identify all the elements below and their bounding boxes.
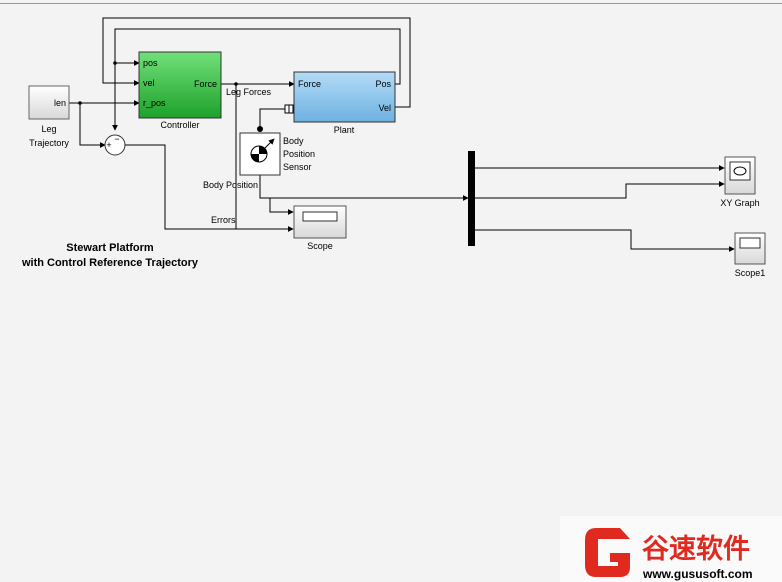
sensor-name-3: Sensor — [283, 162, 312, 172]
xy-graph-name: XY Graph — [720, 198, 759, 208]
vel-feedback-line[interactable] — [102, 17, 411, 108]
scope-name: Scope — [307, 241, 333, 251]
body-position-to-scope-line[interactable] — [269, 198, 294, 215]
controller-in-pos: pos — [143, 58, 158, 68]
controller-in-vel: vel — [143, 78, 155, 88]
controller-in-rpos: r_pos — [143, 98, 166, 108]
xy-graph-icon — [733, 166, 747, 176]
controller-block[interactable]: pos vel r_pos Force — [138, 51, 222, 119]
plant-name: Plant — [334, 125, 355, 135]
junction-dots — [78, 61, 238, 105]
scope1-screen-icon — [739, 237, 761, 249]
plant-block[interactable]: Force Pos Vel — [284, 71, 396, 123]
plant-sensor-connection[interactable] — [259, 108, 288, 130]
sum-minus-sign: − — [114, 134, 119, 144]
diagram-title-line1: Stewart Platform — [66, 242, 154, 254]
body-position-label: Body Position — [203, 180, 258, 190]
leg-trajectory-block[interactable]: len — [28, 85, 70, 120]
watermark-url: www.gususoft.com — [642, 567, 753, 581]
controller-out-force: Force — [194, 79, 217, 89]
watermark-brand: 谷速软件 — [642, 534, 750, 565]
plant-in-force: Force — [298, 79, 321, 89]
mux-block[interactable] — [468, 151, 475, 246]
leg-trajectory-name-2: Trajectory — [29, 138, 69, 148]
scope-block[interactable] — [293, 205, 347, 239]
errors-label: Errors — [211, 215, 236, 225]
sensor-connection-port — [257, 126, 263, 132]
plant-out-vel: Vel — [378, 103, 391, 113]
diagram-title-line2: with Control Reference Trajectory — [21, 257, 199, 269]
len-to-sum-line[interactable] — [79, 103, 106, 148]
leg-trajectory-port-label: len — [54, 98, 66, 108]
gususoft-logo-icon — [585, 528, 630, 577]
sum-plus-sign: + — [106, 140, 111, 150]
body-position-sensor-block[interactable] — [239, 126, 281, 176]
mux-to-xy-y-line[interactable] — [474, 181, 725, 199]
plant-out-pos: Pos — [375, 79, 391, 89]
xy-graph-block[interactable] — [724, 156, 756, 195]
signal-lines — [69, 17, 735, 252]
leg-trajectory-name-1: Leg — [41, 124, 56, 134]
sensor-name-2: Position — [283, 149, 315, 159]
scope1-name: Scope1 — [735, 268, 766, 278]
leg-forces-label: Leg Forces — [226, 87, 272, 97]
sensor-name-1: Body — [283, 136, 304, 146]
controller-name: Controller — [160, 120, 199, 130]
body-position-line[interactable] — [259, 175, 469, 201]
errors-line[interactable] — [125, 144, 236, 230]
sum-block[interactable]: + − — [104, 134, 126, 156]
pos-feedback-line[interactable] — [114, 28, 401, 85]
scope1-block[interactable] — [734, 232, 766, 265]
sensor-icon — [250, 138, 275, 163]
mux-to-scope1-line[interactable] — [474, 229, 735, 252]
watermark-logo: 谷速软件 www.gususoft.com — [560, 516, 782, 582]
scope-screen-icon — [302, 211, 338, 222]
